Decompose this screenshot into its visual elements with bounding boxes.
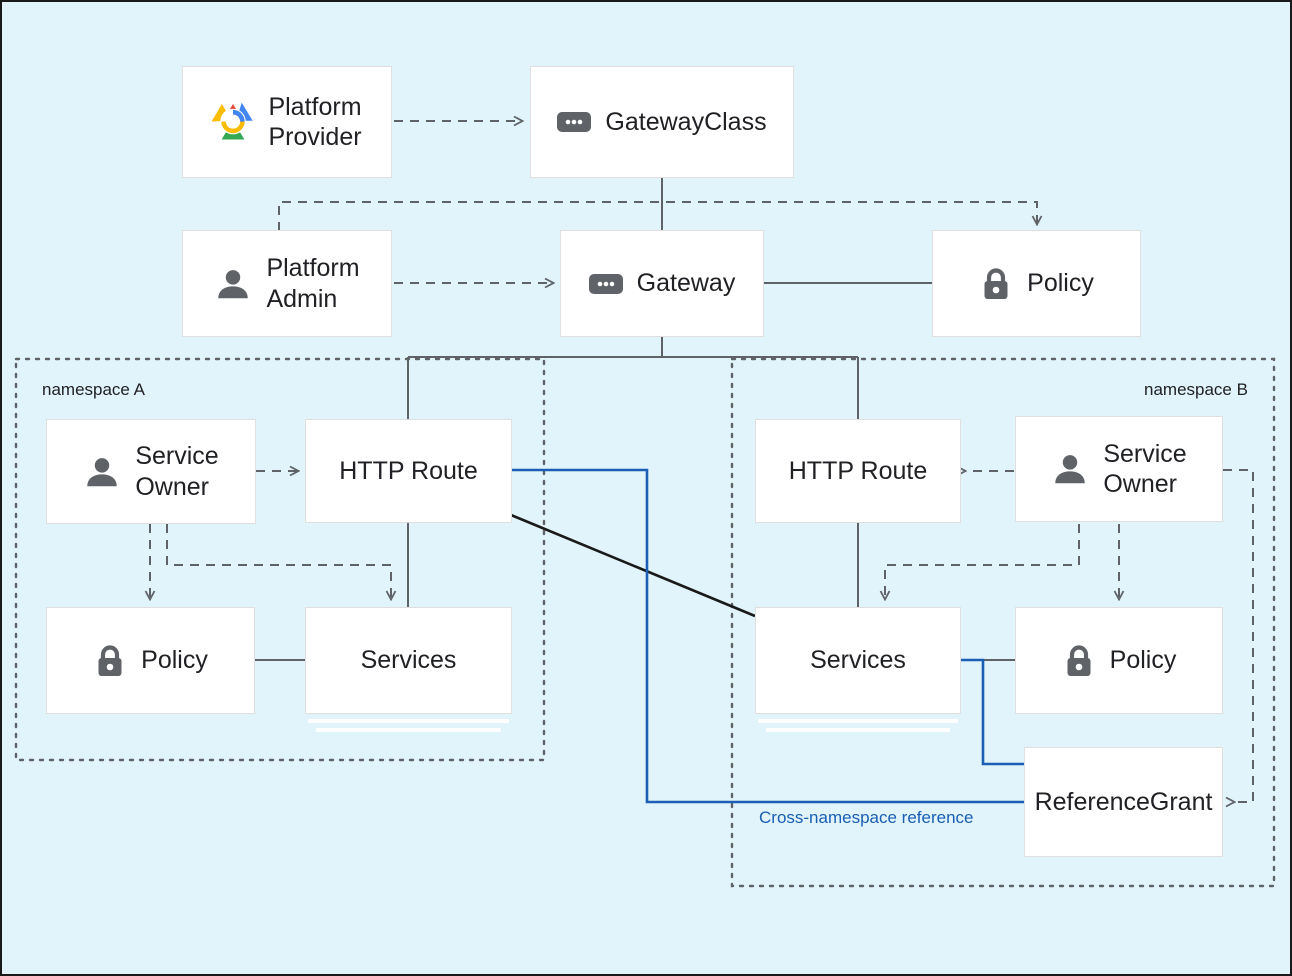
edge-admin-bus-policy	[278, 201, 1037, 231]
lock-icon	[98, 644, 122, 676]
resource-chip-icon	[557, 112, 592, 132]
edge-owner-a-services-a	[166, 524, 391, 599]
node-service-owner-a-label: Service Owner	[135, 442, 219, 501]
node-service-owner-b-label: Service Owner	[1103, 439, 1187, 499]
node-policy-b[interactable]: Policy	[1015, 607, 1223, 714]
node-gateway[interactable]: Gateway	[560, 230, 764, 337]
node-gateway-class[interactable]: GatewayClass	[530, 66, 794, 178]
node-service-owner-a[interactable]: Service Owner	[46, 419, 256, 524]
node-platform-admin[interactable]: Platform Admin	[182, 230, 392, 337]
node-services-b[interactable]: Services	[755, 607, 961, 714]
node-services-a-label: Services	[360, 646, 457, 675]
edge-owner-b-services-b	[885, 524, 1080, 599]
node-http-route-b-label: HTTP Route	[788, 456, 928, 485]
node-http-route-a-label: HTTP Route	[339, 456, 478, 485]
node-gateway-class-label: GatewayClass	[605, 107, 767, 136]
services-a-stack-shadow	[305, 714, 512, 732]
lock-icon	[1067, 644, 1091, 676]
person-icon	[1055, 455, 1086, 484]
namespace-b-label: namespace B	[1144, 380, 1248, 399]
node-policy-a-label: Policy	[141, 646, 208, 675]
node-http-route-b[interactable]: HTTP Route	[755, 419, 961, 523]
person-icon	[218, 269, 249, 298]
node-policy-b-label: Policy	[1109, 646, 1177, 675]
cross-namespace-reference-label: Cross-namespace reference	[759, 808, 974, 827]
node-reference-grant[interactable]: ReferenceGrant	[1024, 747, 1223, 857]
node-policy-top[interactable]: Policy	[932, 230, 1141, 337]
node-platform-provider[interactable]: Platform Provider	[182, 66, 392, 178]
node-reference-grant-label: ReferenceGrant	[1034, 787, 1213, 816]
node-policy-a[interactable]: Policy	[46, 607, 255, 714]
node-http-route-a[interactable]: HTTP Route	[305, 419, 512, 523]
node-services-b-label: Services	[810, 646, 906, 675]
namespace-a-label: namespace A	[42, 380, 146, 399]
node-policy-top-label: Policy	[1027, 269, 1094, 298]
node-services-a[interactable]: Services	[305, 607, 512, 714]
google-cloud-icon	[212, 102, 254, 140]
node-platform-admin-label: Platform Admin	[266, 254, 360, 313]
node-platform-provider-label: Platform Provider	[268, 92, 362, 152]
edge-route-a-services-b-diagonal	[510, 513, 756, 618]
services-b-stack-shadow	[755, 714, 961, 732]
lock-icon	[984, 267, 1008, 299]
node-gateway-label: Gateway	[636, 269, 736, 298]
node-service-owner-b[interactable]: Service Owner	[1015, 416, 1223, 522]
edge-owner-b-reference-grant	[1223, 469, 1254, 802]
person-icon	[87, 457, 118, 486]
resource-chip-icon	[588, 273, 623, 294]
